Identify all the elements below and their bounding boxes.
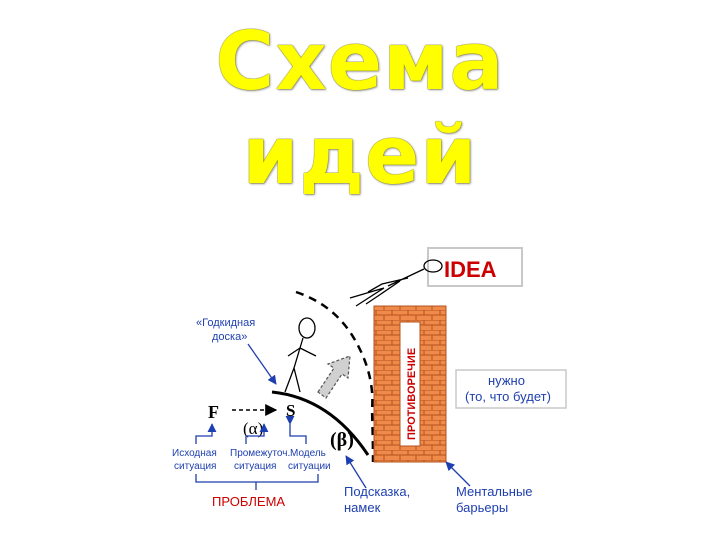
f-label: F (208, 402, 219, 422)
springboard-label: «Годкидная доска» (196, 317, 258, 343)
problem-bracket (195, 474, 319, 490)
s-label: S (286, 401, 295, 420)
hint-pointer (345, 455, 367, 489)
alpha-label: (α) (243, 419, 263, 438)
idea-box: IDEA (427, 247, 523, 287)
flying-figure-icon (349, 259, 443, 307)
problem-label: ПРОБЛЕМА (212, 494, 285, 509)
hint-label: Подсказка,намек (344, 484, 410, 515)
barriers-pointer (445, 461, 471, 487)
beta-label: (β) (330, 429, 354, 451)
springboard-curve (271, 390, 370, 456)
person-figure-icon (284, 317, 317, 393)
needed-label: нужно (то, что будет) (465, 373, 551, 404)
contradiction-label: ПРОТИВОРЕЧИЕ (406, 348, 418, 440)
needed-box: нужно (то, что будет) (455, 369, 567, 409)
intermediate-situation-label: Промежуточ.ситуация (230, 448, 290, 472)
idea-label: IDEA (444, 257, 497, 282)
jump-arrow-icon (317, 355, 351, 399)
springboard-pointer (247, 343, 277, 385)
slide-title-line-2: идей (242, 109, 478, 202)
slide-title-line-1: Схема (215, 15, 505, 108)
situation-pointers (195, 415, 307, 444)
brick-wall: ПРОТИВОРЕЧИЕ (373, 305, 447, 463)
